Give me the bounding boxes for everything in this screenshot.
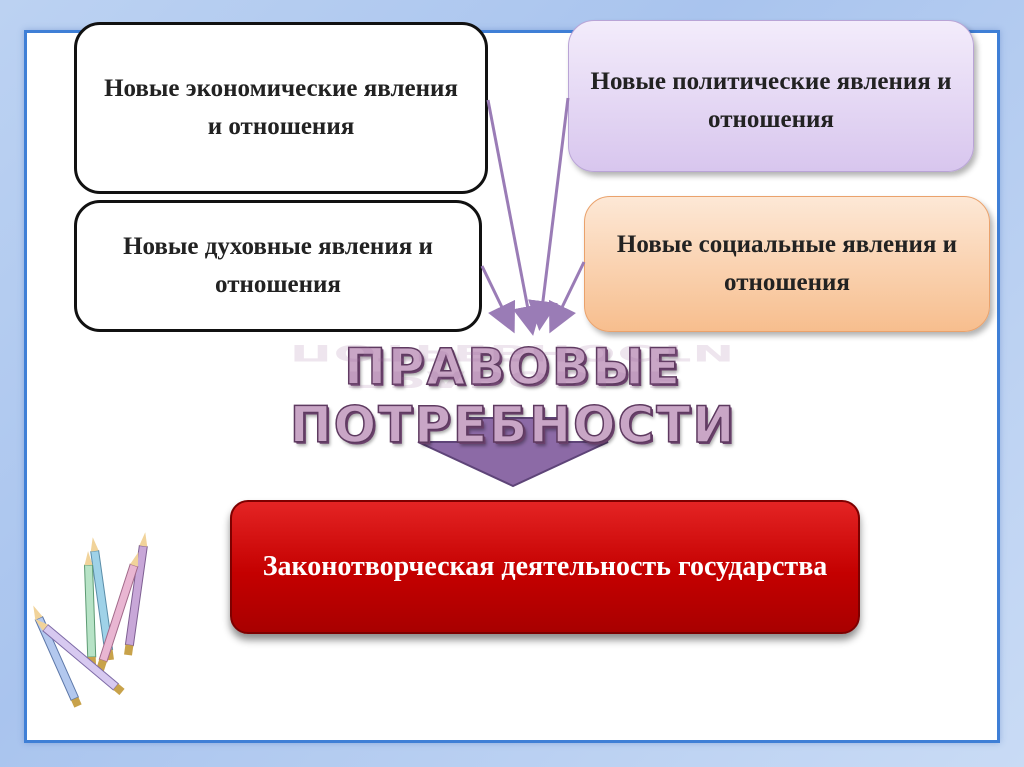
political-box: Новые политические явления и отношения xyxy=(568,20,974,172)
down-arrow-icon xyxy=(417,417,609,488)
economic-label: Новые экономические явления и отношения xyxy=(104,75,458,140)
political-connector-arrow xyxy=(528,97,570,331)
heading-reflection: ПРАВОВЫЕ ПОТРЕБНОСТИ xyxy=(289,339,737,392)
social-connector-arrow xyxy=(548,261,586,334)
political-label: Новые политические явления и отношения xyxy=(590,68,952,133)
legal-needs-heading: ПРАВОВЫЕ ПОТРЕБНОСТИ xyxy=(289,337,737,455)
social-label: Новые социальные явления и отношения xyxy=(616,231,958,296)
spiritual-label: Новые духовные явления и отношения xyxy=(123,233,433,298)
lawmaking-box: Законотворческая деятельность государств… xyxy=(230,500,860,634)
social-box: Новые социальные явления и отношения xyxy=(584,196,990,332)
lawmaking-label: Законотворческая деятельность государств… xyxy=(262,551,828,582)
pencils-icon xyxy=(33,532,148,708)
spiritual-connector-arrow xyxy=(480,265,516,334)
spiritual-box: Новые духовные явления и отношения xyxy=(74,200,482,332)
economic-box: Новые экономические явления и отношения xyxy=(74,22,488,194)
economic-connector-arrow xyxy=(486,99,543,336)
